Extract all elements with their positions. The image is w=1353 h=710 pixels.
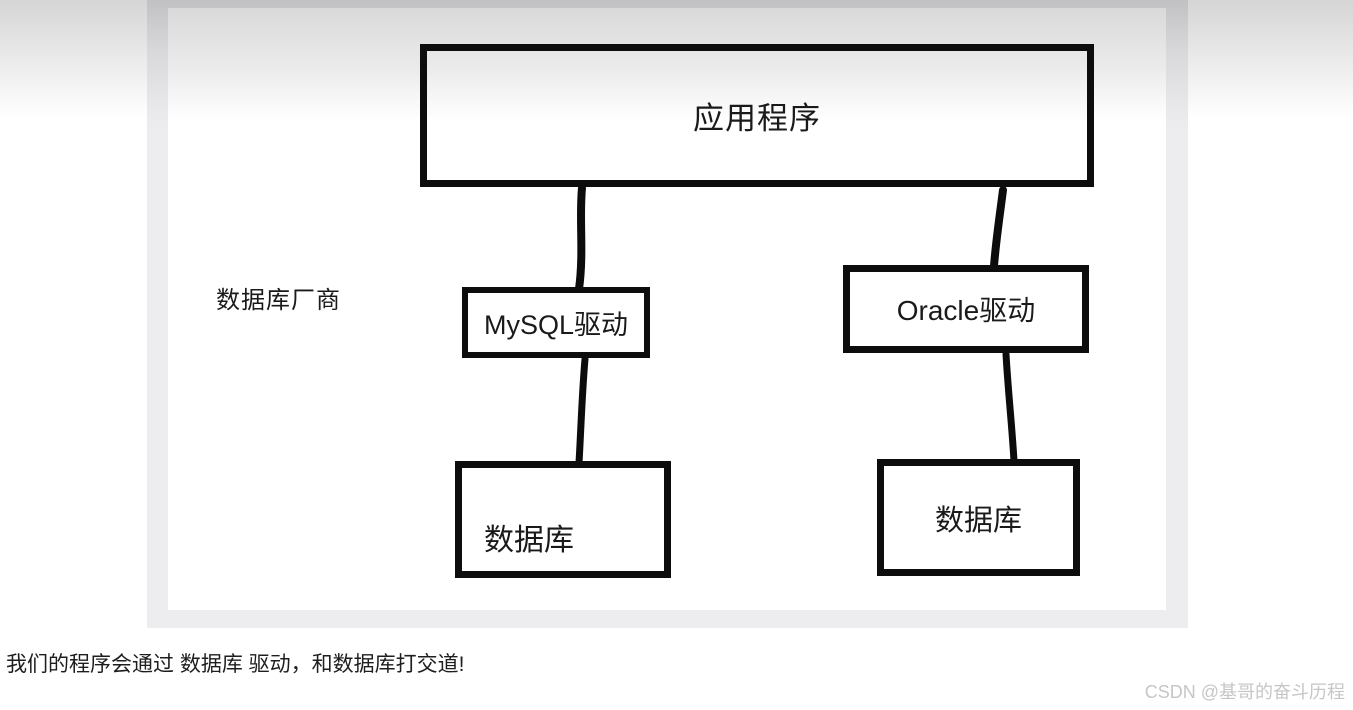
database-right-label: 数据库 xyxy=(934,504,1022,537)
application-box-label: 应用程序 xyxy=(693,101,821,136)
line-app-to-oracle xyxy=(990,186,1007,270)
mysql-driver-label: MySQL驱动 xyxy=(483,310,629,340)
oracle-driver-label: Oracle驱动 xyxy=(896,295,1036,326)
csdn-watermark: CSDN @基哥的奋斗历程 xyxy=(1144,682,1345,702)
database-left-box: 数据库 xyxy=(455,461,671,578)
mysql-driver-box: MySQL驱动 xyxy=(462,287,650,358)
article-diagram-image: 应用程序 数据库厂商 MySQL驱动 Oracle驱动 数据库 数据库 xyxy=(147,0,1188,628)
slide-canvas: 应用程序 数据库厂商 MySQL驱动 Oracle驱动 数据库 数据库 xyxy=(168,8,1166,610)
oracle-driver-box: Oracle驱动 xyxy=(843,265,1089,353)
line-oracle-to-db xyxy=(1002,350,1018,465)
database-left-label: 数据库 xyxy=(484,524,574,557)
database-right-box: 数据库 xyxy=(877,459,1080,576)
line-mysql-to-db xyxy=(575,355,589,467)
application-box: 应用程序 xyxy=(420,44,1094,187)
connector-lines xyxy=(575,184,1018,467)
line-app-to-mysql xyxy=(575,184,586,293)
caption-text: 我们的程序会通过 数据库 驱动，和数据库打交道! xyxy=(6,653,465,676)
database-vendor-label: 数据库厂商 xyxy=(216,287,341,314)
